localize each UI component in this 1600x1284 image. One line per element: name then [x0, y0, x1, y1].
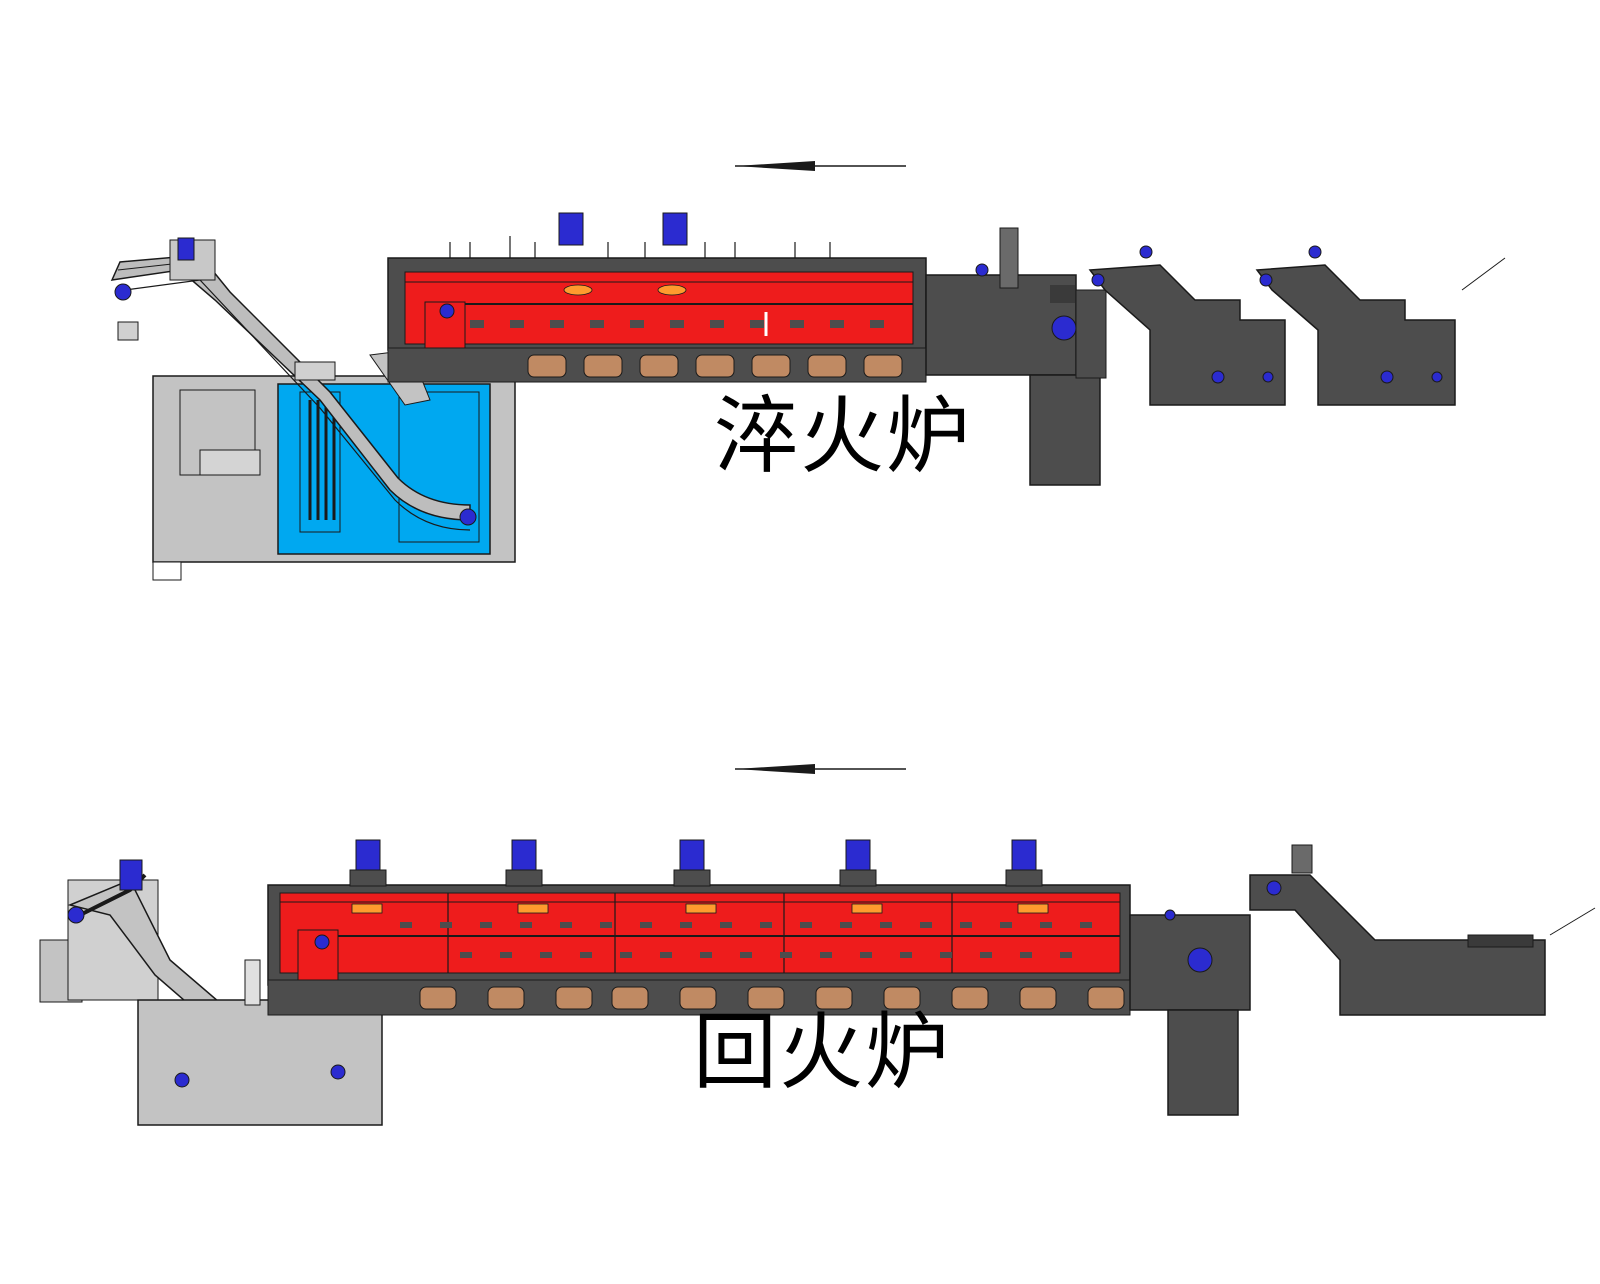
quench-drive-section: [925, 227, 1107, 486]
sprocket-icon: [67, 906, 85, 924]
quench-washer-2: [1255, 245, 1456, 406]
support-pads-temper: [419, 986, 1125, 1010]
quench-furnace-chamber: [404, 271, 914, 345]
sprocket-icon: [174, 1072, 190, 1088]
sprocket-icon: [330, 1064, 346, 1080]
flame-icon: [685, 903, 717, 914]
temper-furnace: [267, 839, 1131, 1016]
flame-icon: [563, 284, 593, 296]
sprocket-icon: [1380, 370, 1394, 384]
motor-icon: [177, 237, 195, 261]
quench-furnace-label: 淬火炉: [714, 387, 973, 485]
support-pads-quench: [527, 354, 903, 378]
sprocket-icon: [975, 263, 989, 277]
drive-wheel-icon: [1051, 315, 1077, 341]
sprocket-icon: [439, 303, 455, 319]
temper-drive-section: [1129, 909, 1251, 1116]
motor-icon: [1308, 245, 1322, 259]
motor-icon: [558, 212, 584, 246]
temper-pit: [137, 959, 383, 1126]
motor-icon: [119, 859, 143, 891]
quench-washer-1: [1088, 245, 1286, 406]
temper-furnace-label: 回火炉: [693, 1003, 952, 1101]
motor-icon: [1011, 839, 1037, 871]
drive-wheel-icon: [1187, 947, 1213, 973]
motor-icon: [662, 212, 688, 246]
quench-conveyor: [110, 237, 477, 531]
sprocket-icon: [1164, 909, 1176, 921]
sprocket-icon: [314, 934, 330, 950]
temper-conveyor-out: [1249, 844, 1546, 1016]
sprocket-icon: [1262, 371, 1274, 383]
flame-icon: [851, 903, 883, 914]
motor-icon: [355, 839, 381, 871]
motor-icon: [1139, 245, 1153, 259]
sprocket-icon: [1266, 880, 1282, 896]
direction-arrow-temper: [735, 764, 906, 774]
flame-icon: [657, 284, 687, 296]
sprocket-icon: [1259, 273, 1273, 287]
exit-arrow-quench: [1461, 257, 1506, 291]
exit-arrow-temper: [1549, 907, 1596, 936]
flame-icon: [351, 903, 383, 914]
direction-arrow-quench: [735, 161, 906, 171]
motor-icon: [845, 839, 871, 871]
sprocket-icon: [1211, 370, 1225, 384]
motor-icon: [679, 839, 705, 871]
sprocket-icon: [114, 283, 132, 301]
sprocket-icon: [1091, 273, 1105, 287]
flame-icon: [1017, 903, 1049, 914]
temper-line: [39, 764, 1596, 1126]
motor-icon: [511, 839, 537, 871]
sprocket-icon: [1431, 371, 1443, 383]
sprocket-icon: [459, 508, 477, 526]
quench-line: [110, 161, 1506, 581]
flame-icon: [517, 903, 549, 914]
quench-furnace: [387, 212, 927, 383]
